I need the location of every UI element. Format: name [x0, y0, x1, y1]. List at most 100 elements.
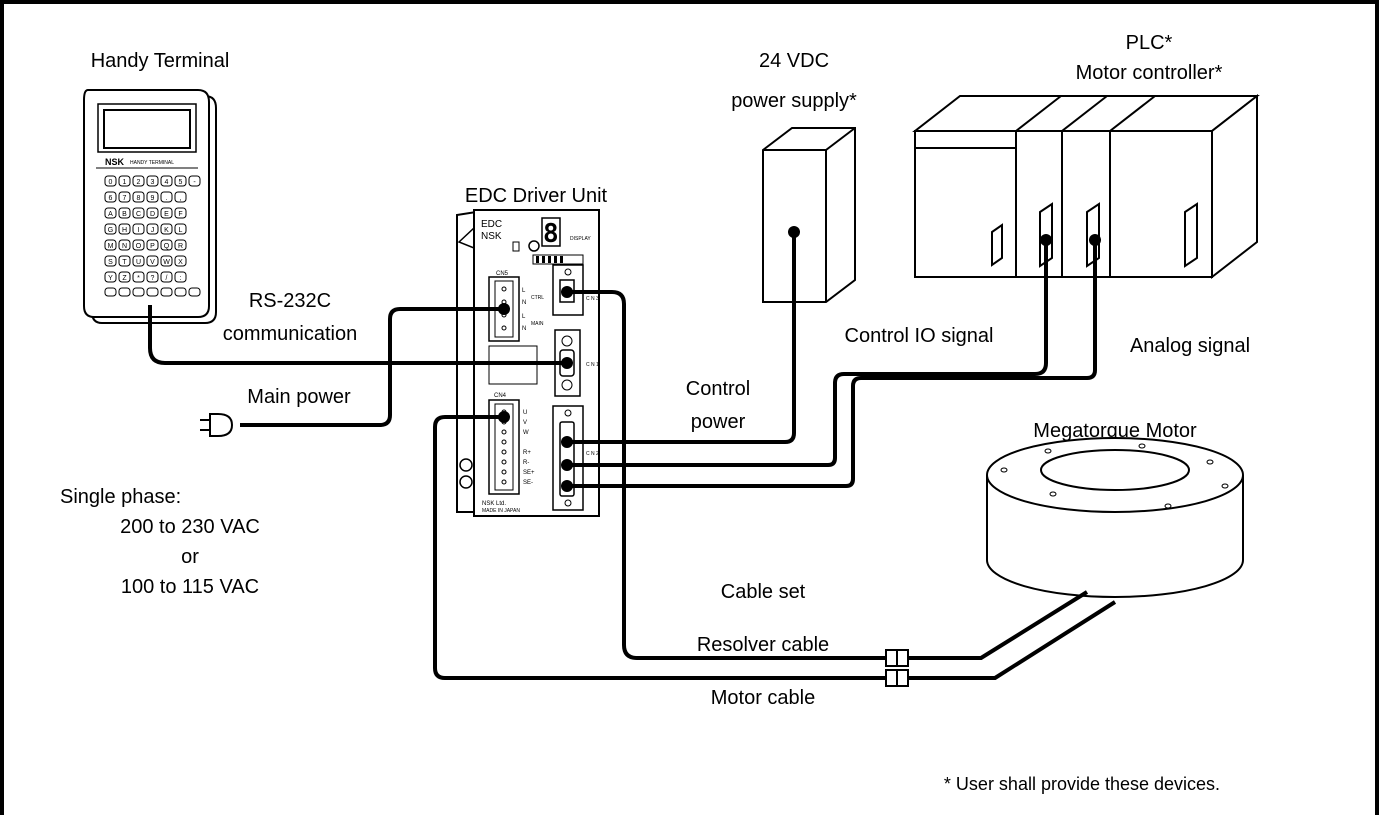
keypad-key-label: F: [178, 211, 182, 218]
resolver-cable-label: Resolver cable: [697, 634, 829, 656]
maker-label: NSK Ltd.: [482, 501, 506, 507]
keypad-key-label: O: [136, 243, 142, 250]
voltage-or: or: [181, 546, 199, 568]
terminal-brand: NSK: [105, 157, 125, 167]
function-key: [188, 287, 201, 297]
power-supply-24vdc: [762, 127, 856, 303]
keypad-key-label: Y: [108, 275, 113, 282]
keypad-key-label: 8: [137, 195, 141, 202]
function-key: [132, 287, 145, 297]
power-supply-label-line1: 24 VDC: [759, 50, 829, 72]
keypad-key: [104, 223, 117, 235]
cn1-label: C N 1: [586, 362, 599, 368]
keypad-key-label: J: [151, 227, 155, 234]
keypad-key-label: :: [180, 275, 182, 282]
keypad-key-label: E: [164, 211, 169, 218]
keypad-key-label: 0: [109, 179, 113, 186]
keypad-key-label: 1: [123, 179, 127, 186]
display-label: DISPLAY: [570, 236, 591, 242]
made-in-label: MADE IN JAPAN: [482, 508, 520, 514]
plc-label-line1: PLC*: [1126, 32, 1173, 54]
keypad-key-label: U: [136, 259, 141, 266]
pin-v: V: [523, 420, 527, 426]
keypad-key: [132, 271, 145, 283]
keypad-key-label: H: [122, 227, 127, 234]
keypad-key: [132, 239, 145, 251]
motor-cable-label: Motor cable: [711, 687, 816, 709]
keypad-key: [132, 191, 145, 203]
keypad-key: [132, 207, 145, 219]
keypad-key-label: L: [179, 227, 183, 234]
ctrl-label: CTRL: [531, 295, 544, 301]
handy-terminal-label: Handy Terminal: [91, 50, 230, 72]
keypad-key: [160, 223, 173, 235]
seven-segment-display: 8: [543, 219, 559, 249]
cable-set-label: Cable set: [721, 581, 806, 603]
voltage-range-1: 200 to 230 VAC: [120, 516, 260, 538]
keypad-key: [146, 223, 159, 235]
main-power-cable: [240, 307, 504, 427]
plc-label-line2: Motor controller*: [1076, 62, 1223, 84]
function-key: [118, 287, 131, 297]
keypad-key-label: R: [178, 243, 183, 250]
keypad-key: [146, 207, 159, 219]
keypad-key: [146, 255, 159, 267]
pin-w: W: [523, 430, 529, 436]
main-power-label: Main power: [247, 386, 351, 408]
rs232c-cable: [148, 305, 567, 365]
keypad-key: [174, 239, 187, 251]
keypad-key: [146, 271, 159, 283]
keypad-key-label: K: [164, 227, 169, 234]
cable-connector: [885, 649, 909, 687]
keypad-key-label: W: [163, 259, 170, 266]
keypad-key: [104, 239, 117, 251]
pin-l-ctrl: L: [522, 288, 526, 294]
keypad-key-label: X: [178, 259, 183, 266]
keypad-key-label: T: [122, 259, 127, 266]
control-power-label-line1: Control: [686, 378, 750, 400]
pin-r-minus: R-: [523, 460, 529, 466]
keypad-key-label: ?: [151, 275, 155, 282]
keypad-key: [118, 239, 131, 251]
keypad-key-label: M: [108, 243, 114, 250]
keypad-key: [104, 191, 117, 203]
pin-se-plus: SE+: [523, 470, 535, 476]
function-key: [160, 287, 173, 297]
function-key: [146, 287, 159, 297]
cables: [148, 232, 1117, 680]
keypad-key: [118, 223, 131, 235]
cn5-label: CN5: [496, 271, 509, 277]
keypad-key-label: D: [150, 211, 155, 218]
keypad-key: [146, 175, 159, 187]
function-key: [104, 287, 117, 297]
keypad-key-label: A: [108, 211, 113, 218]
keypad-key-label: 9: [151, 195, 155, 202]
pin-r-plus: R+: [523, 450, 531, 456]
rs232c-label-line1: RS-232C: [249, 290, 331, 312]
driver-model: EDC: [481, 219, 502, 230]
keypad-key-label: C: [136, 211, 141, 218]
keypad-key: [118, 175, 131, 187]
keypad-key-label: /: [166, 275, 168, 282]
keypad-key-label: N: [122, 243, 127, 250]
pin-n-ctrl: N: [522, 300, 526, 306]
megatorque-motor-label: Megatorque Motor: [1033, 420, 1197, 442]
single-phase-label: Single phase:: [60, 486, 181, 508]
analog-signal-cable: [567, 240, 1097, 488]
keypad-key: [104, 255, 117, 267]
pin-n-main: N: [522, 326, 526, 332]
keypad-key: [104, 271, 117, 283]
keypad-key: [132, 223, 145, 235]
keypad-key-label: .: [166, 195, 168, 202]
rs232c-label-line2: communication: [223, 323, 358, 345]
keypad-key: [174, 175, 187, 187]
keypad-key: [188, 175, 201, 187]
motor-cable: [433, 415, 887, 680]
control-power-label-line2: power: [691, 411, 746, 433]
terminal-model: HANDY TERMINAL: [130, 160, 174, 166]
keypad-key: [174, 223, 187, 235]
keypad-key-label: Q: [164, 243, 170, 250]
